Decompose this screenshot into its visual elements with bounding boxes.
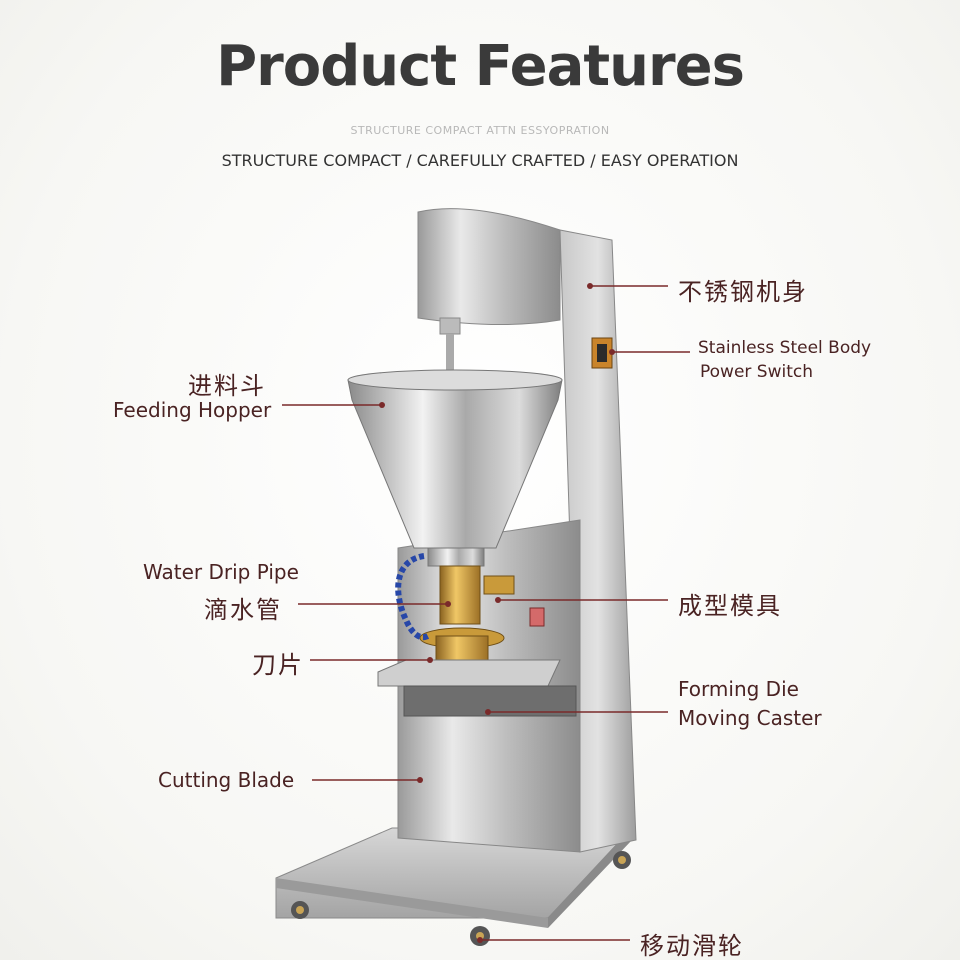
ghost-subtitle: STRUCTURE COMPACT ATTN ESSYOPRATION [350, 124, 610, 137]
page-subtitle: STRUCTURE COMPACT / CAREFULLY CRAFTED / … [221, 151, 739, 170]
label-hopper-cn: 进料斗 [188, 372, 266, 400]
label-body-cn: 不锈钢机身 [678, 278, 808, 306]
label-blade-cn: 刀片 [252, 651, 304, 679]
label-die-en-1: Forming Die [678, 677, 799, 701]
label-die-en-2: Moving Caster [678, 706, 822, 730]
label-caster-cn: 移动滑轮 [640, 932, 744, 960]
page-title: Product Features [216, 34, 745, 99]
label-pipe-en: Water Drip Pipe [143, 560, 299, 584]
water-drip-pipe [395, 553, 430, 641]
feeding-hopper [347, 369, 563, 567]
forming-die [419, 565, 545, 667]
label-blade-en: Cutting Blade [158, 768, 295, 792]
top-head [417, 208, 561, 378]
base-platform [275, 827, 634, 928]
label-hopper-en: Feeding Hopper [113, 398, 272, 422]
label-power-en: Power Switch [700, 362, 814, 382]
label-pipe-cn: 滴水管 [204, 596, 282, 624]
label-body-en: Stainless Steel Body [698, 338, 872, 358]
cutting-blade-tray [377, 659, 577, 717]
label-die-cn: 成型模具 [678, 592, 782, 620]
